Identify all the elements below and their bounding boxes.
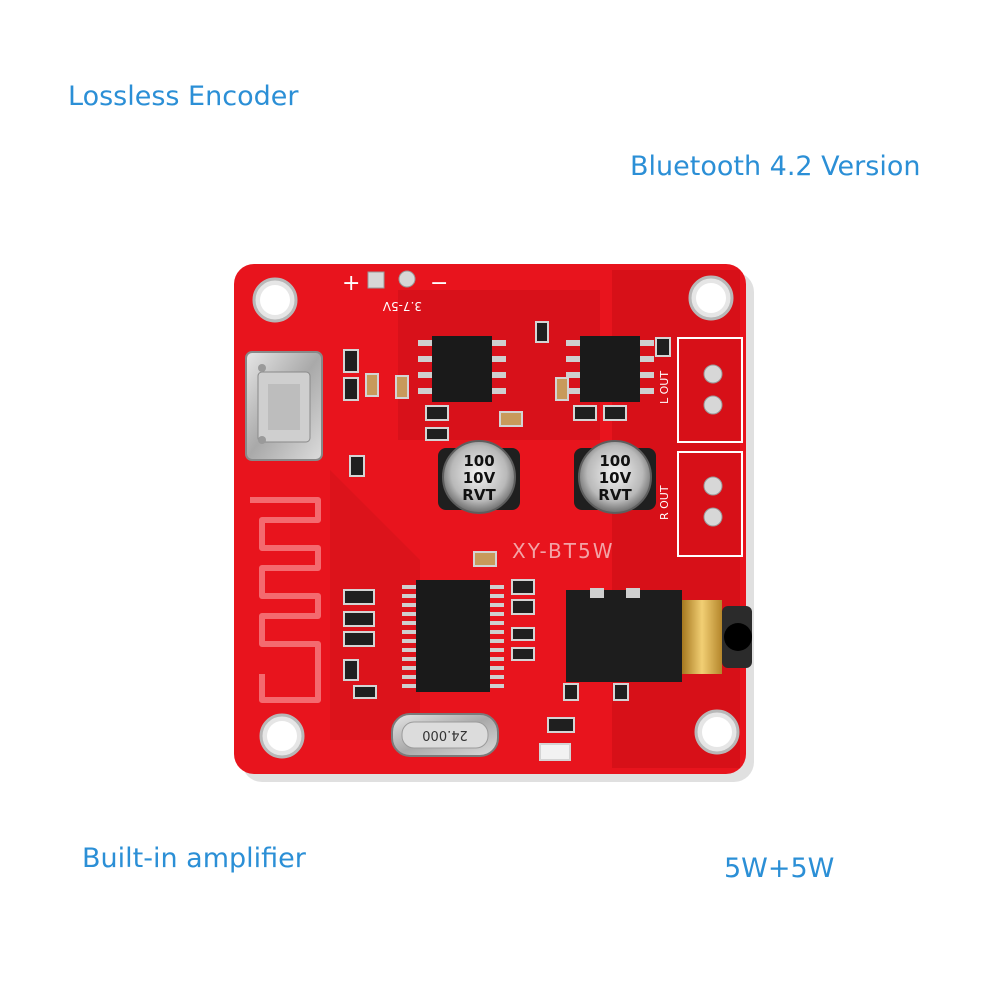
bluetooth-decoder-chip bbox=[402, 580, 504, 692]
amplifier-chip-right bbox=[566, 336, 654, 402]
caption-output-power: 5W+5W bbox=[724, 853, 835, 884]
capacitor-right-series: RVT bbox=[598, 486, 632, 504]
amp-trace-area bbox=[398, 290, 600, 440]
right-out-label: R OUT bbox=[658, 485, 671, 520]
caption-lossless-encoder: Lossless Encoder bbox=[68, 81, 299, 112]
mounting-holes bbox=[252, 275, 740, 759]
smd-components bbox=[343, 321, 671, 761]
power-pads: + − 3.7-5V bbox=[342, 270, 448, 313]
capacitor-left-voltage: 10V bbox=[463, 469, 496, 487]
voltage-label: 3.7-5V bbox=[382, 299, 422, 313]
capacitor-left-series: RVT bbox=[462, 486, 496, 504]
capacitor-right-voltage: 10V bbox=[599, 469, 632, 487]
micro-usb-port bbox=[245, 351, 323, 461]
audio-jack-3-5mm bbox=[566, 588, 752, 682]
capacitor-left-value: 100 bbox=[463, 452, 494, 470]
speaker-output-terminals: L OUT R OUT bbox=[658, 337, 743, 557]
plus-label: + bbox=[342, 271, 360, 296]
amplifier-chip-left bbox=[418, 336, 506, 402]
left-out-label: L OUT bbox=[658, 371, 671, 404]
capacitor-left: 100 10V RVT bbox=[438, 440, 520, 514]
caption-built-in-amplifier: Built-in amplifier bbox=[82, 843, 306, 874]
capacitor-right-value: 100 bbox=[599, 452, 630, 470]
crystal-oscillator: 24.000 bbox=[391, 713, 499, 757]
capacitor-right: 100 10V RVT bbox=[574, 440, 656, 514]
model-label: XY-BT5W bbox=[512, 539, 615, 563]
bluetooth-antenna-trace bbox=[250, 497, 321, 703]
minus-label: − bbox=[430, 271, 448, 296]
crystal-frequency-label: 24.000 bbox=[422, 727, 468, 742]
caption-bluetooth-version: Bluetooth 4.2 Version bbox=[630, 151, 921, 182]
